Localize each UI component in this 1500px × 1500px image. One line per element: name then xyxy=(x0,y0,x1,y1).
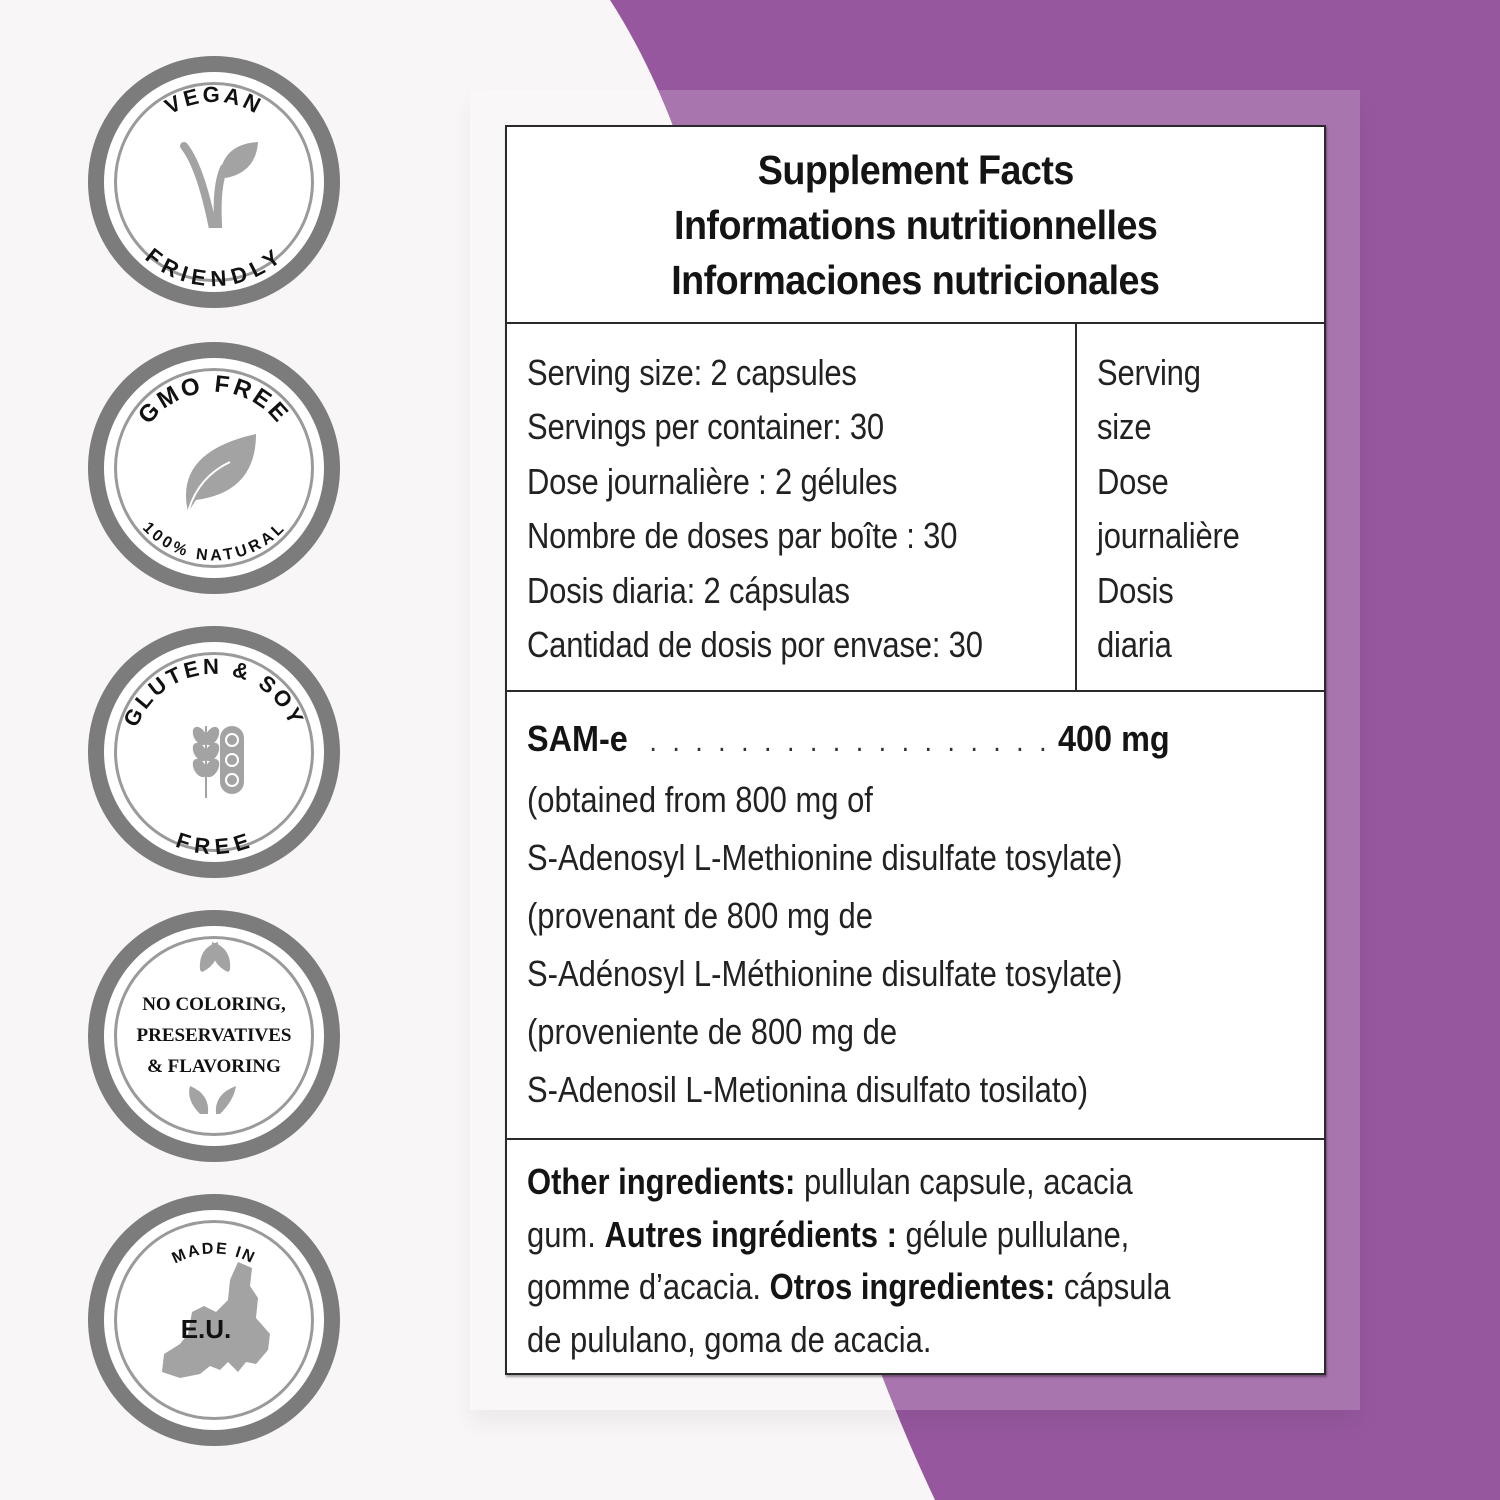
ingredient-detail: S-Adénosyl L-Méthionine disulfate tosyla… xyxy=(527,953,1123,994)
serving-line: Serving size: 2 capsules xyxy=(527,352,857,393)
ingredient-detail: (proveniente de 800 mg de xyxy=(527,1011,898,1052)
badge-no-coloring: NO COLORING, PRESERVATIVES & FLAVORING xyxy=(88,910,340,1162)
serving-info: Serving size: 2 capsules Servings per co… xyxy=(507,324,1077,690)
svg-text:GLUTEN & SOY: GLUTEN & SOY xyxy=(118,654,309,731)
badge-vegan-friendly: VEGAN FRIENDLY xyxy=(88,56,340,308)
other-ingredients-line: gomme d’acacia. Otros ingredientes: cáps… xyxy=(527,1261,1195,1314)
supplement-facts-table: Supplement Facts Informations nutritionn… xyxy=(505,125,1326,1375)
ingredient-amount: 400 mg xyxy=(1058,718,1170,759)
column-header-line: journalière xyxy=(1097,515,1240,557)
svg-text:GMO FREE: GMO FREE xyxy=(133,371,295,430)
other-ingredients-text-es: cápsula xyxy=(1055,1266,1171,1307)
badge-line-3: & FLAVORING xyxy=(147,1056,281,1077)
other-ingredients-line: gum. Autres ingrédients : gélule pullula… xyxy=(527,1209,1195,1262)
title-english: Supplement Facts xyxy=(757,147,1074,193)
leaves-icon-top xyxy=(199,942,231,972)
leader-dots: . . . . . . . . . . . . . . . . . . . . … xyxy=(649,725,1058,758)
title-french: Informations nutritionnelles xyxy=(673,202,1158,248)
ingredient-section: SAM-e . . . . . . . . . . . . . . . . . … xyxy=(507,692,1324,1140)
badge-center-text: E.U. xyxy=(181,1314,232,1344)
other-ingredients-text-fr-cont: gomme d’acacia. xyxy=(527,1266,770,1307)
column-header-line: size xyxy=(1097,406,1152,448)
serving-line: Cantidad de dosis por envase: 30 xyxy=(527,624,983,666)
column-header-line: Dosis xyxy=(1097,569,1174,611)
ingredient-detail: (obtained from 800 mg of xyxy=(527,779,873,820)
ingredient-row: SAM-e . . . . . . . . . . . . . . . . . … xyxy=(527,710,1247,771)
badge-gmo-free: GMO FREE 100% NATURAL xyxy=(88,342,340,594)
badge-bottom-text: FREE xyxy=(173,827,252,859)
serving-section: Serving size: 2 capsules Servings per co… xyxy=(507,324,1324,692)
v-leaf-icon xyxy=(180,142,258,228)
serving-line: Servings per container: 30 xyxy=(527,406,884,448)
column-header-line: diaria xyxy=(1097,624,1172,666)
svg-text:MADE IN: MADE IN xyxy=(170,1240,259,1267)
ingredient-detail: S-Adenosil L-Metionina disulfato tosilat… xyxy=(527,1069,1089,1110)
ingredient-name: SAM-e xyxy=(527,718,628,759)
column-header-line: Serving xyxy=(1097,352,1201,393)
europe-map-icon xyxy=(162,1262,270,1378)
soybean-icon xyxy=(220,726,244,794)
column-header-line: Dose xyxy=(1097,460,1169,502)
wheat-icon xyxy=(192,726,220,798)
badge-line-2: PRESERVATIVES xyxy=(137,1025,292,1046)
badge-line-1: NO COLORING, xyxy=(142,994,286,1015)
svg-text:VEGAN: VEGAN xyxy=(161,82,268,119)
ingredient-detail: (provenant de 800 mg de xyxy=(527,895,873,936)
facts-title-section: Supplement Facts Informations nutritionn… xyxy=(507,127,1324,324)
leaves-icon-bottom xyxy=(189,1086,236,1114)
badge-gluten-soy-free: GLUTEN & SOY FREE xyxy=(88,626,340,878)
other-ingredients-section: Other ingredients: pullulan capsule, aca… xyxy=(507,1140,1324,1373)
badge-bottom-text: 100% NATURAL xyxy=(139,519,287,564)
svg-text:FREE: FREE xyxy=(173,827,255,859)
badge-bottom-text: FRIENDLY xyxy=(141,243,284,291)
badge-top-text: GMO FREE xyxy=(133,371,292,430)
other-ingredients-label-en: Other ingredients: xyxy=(527,1161,796,1202)
other-ingredients-text-es-cont: de pululano, goma de acacia. xyxy=(527,1318,932,1360)
other-ingredients-text-en: pullulan capsule, acacia xyxy=(795,1161,1133,1202)
badge-top-text: GLUTEN & SOY xyxy=(118,654,306,731)
ingredient-detail: S-Adenosyl L-Methionine disulfate tosyla… xyxy=(527,837,1123,878)
svg-text:FRIENDLY: FRIENDLY xyxy=(141,243,287,291)
other-ingredients-line: de pululano, goma de acacia. xyxy=(527,1314,1195,1367)
other-ingredients-line: Other ingredients: pullulan capsule, aca… xyxy=(527,1156,1195,1209)
serving-line: Nombre de doses par boîte : 30 xyxy=(527,515,958,557)
serving-column-header: Serving size Dose journalière Dosis diar… xyxy=(1077,324,1324,690)
other-ingredients-label-fr: Autres ingrédients : xyxy=(604,1213,897,1255)
serving-line: Dose journalière : 2 gélules xyxy=(527,460,898,502)
badge-made-in-eu: MADE IN E.U. xyxy=(88,1194,340,1446)
leaf-icon xyxy=(185,434,256,513)
badge-top-text: MADE IN xyxy=(170,1240,257,1267)
svg-text:100% NATURAL: 100% NATURAL xyxy=(139,519,289,564)
other-ingredients-text-fr: gélule pullulane, xyxy=(896,1213,1130,1255)
serving-line: Dosis diaria: 2 cápsulas xyxy=(527,569,850,611)
title-spanish: Informaciones nutricionales xyxy=(671,257,1160,303)
other-ingredients-text-en-cont: gum. xyxy=(527,1213,605,1255)
other-ingredients-label-es: Otros ingredientes: xyxy=(769,1266,1056,1307)
badge-top-text: VEGAN xyxy=(161,82,265,119)
